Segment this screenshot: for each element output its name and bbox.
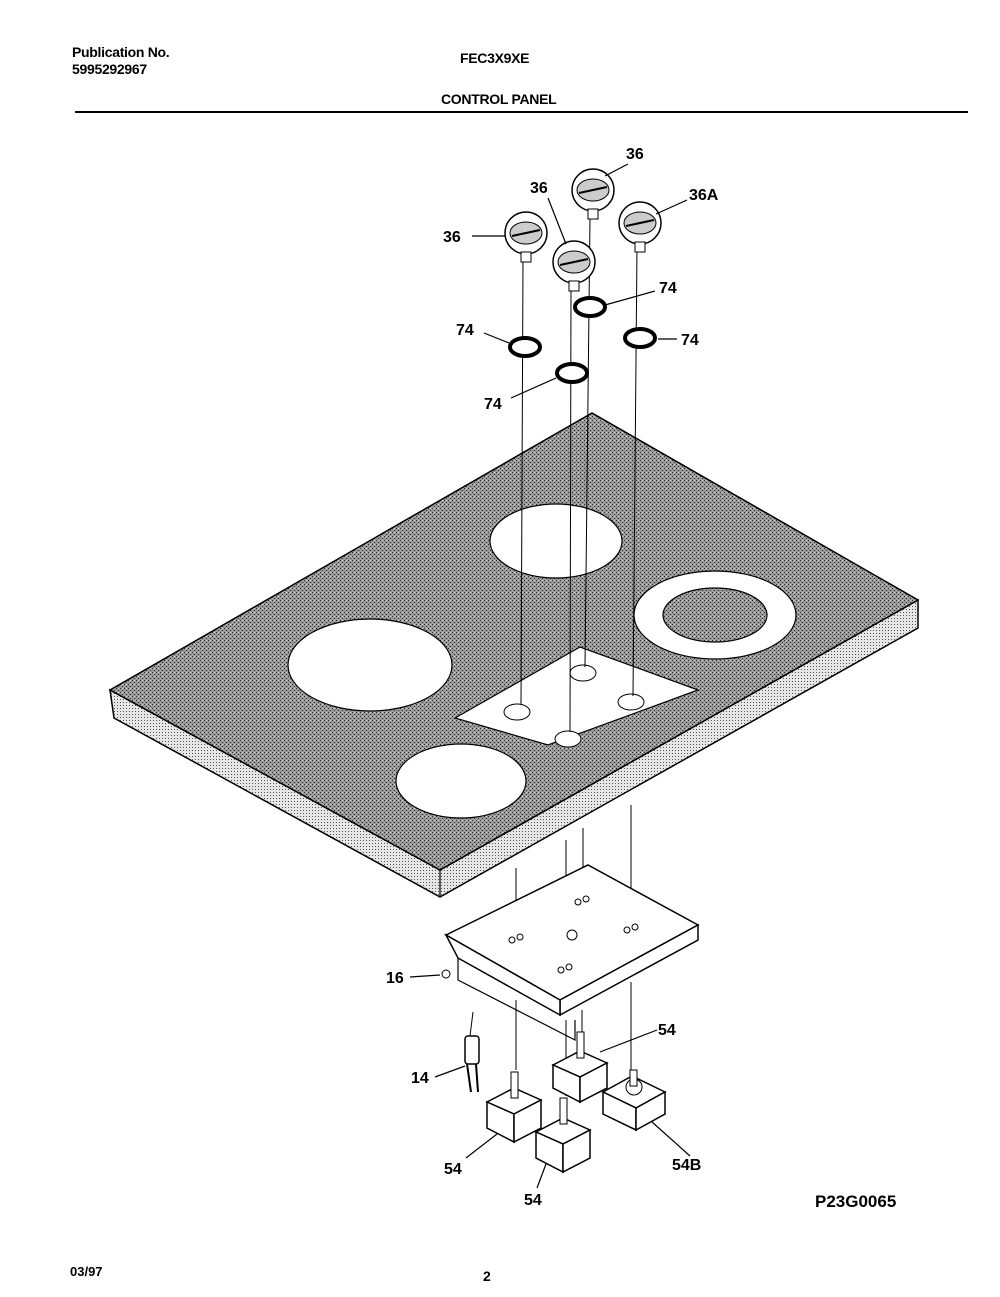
callout-bracket: 16 (386, 970, 404, 987)
publication-label: Publication No. (72, 44, 170, 60)
knob-rear-center (571, 168, 615, 220)
callout-knob-rear-center: 36 (626, 146, 644, 163)
callout-lamp: 14 (411, 1070, 429, 1087)
publication-number: 5995292967 (72, 61, 147, 77)
knob-right (618, 201, 662, 253)
callout-bezel-rear-center: 74 (659, 280, 677, 297)
callout-bezel-left: 74 (456, 322, 474, 339)
callout-knob-right: 36A (689, 187, 719, 204)
knob-front-center (552, 240, 596, 292)
bezel-rear-center (573, 296, 607, 318)
figure-code: P23G0065 (815, 1192, 897, 1211)
callout-knob-left: 36 (443, 229, 461, 246)
infinite-switch-left (485, 1071, 543, 1144)
section-title: CONTROL PANEL (441, 91, 557, 107)
burner-ring-right-center (662, 587, 768, 643)
bezel-front-center (555, 362, 589, 384)
burner-opening-rear (489, 503, 623, 579)
page-number: 2 (483, 1268, 491, 1284)
bezel-right (623, 327, 657, 349)
indicator-lamp (464, 1011, 480, 1093)
callout-switch-right: 54B (672, 1157, 701, 1174)
callout-switch-center: 54 (524, 1192, 542, 1209)
callout-switch-left: 54 (444, 1161, 462, 1178)
switch-mounting-bracket (441, 864, 700, 1041)
callout-bezel-front-center: 74 (484, 396, 502, 413)
infinite-switch-rear (551, 1031, 609, 1104)
callout-knob-front-center: 36 (530, 180, 548, 197)
burner-opening-left (287, 618, 453, 712)
date-label: 03/97 (70, 1264, 103, 1279)
header-rule (75, 111, 968, 113)
burner-opening-front (395, 743, 527, 819)
infinite-switch-right (601, 1069, 667, 1132)
cooktop-glass-panel (108, 412, 920, 898)
callout-bezel-right: 74 (681, 332, 699, 349)
control-window (453, 646, 700, 748)
model-number: FEC3X9XE (460, 50, 530, 66)
callout-switch-rear: 54 (658, 1022, 676, 1039)
leader-lines (409, 163, 691, 1189)
knob-left (504, 211, 548, 263)
infinite-switch-center (534, 1097, 592, 1174)
bezel-left (508, 336, 542, 358)
